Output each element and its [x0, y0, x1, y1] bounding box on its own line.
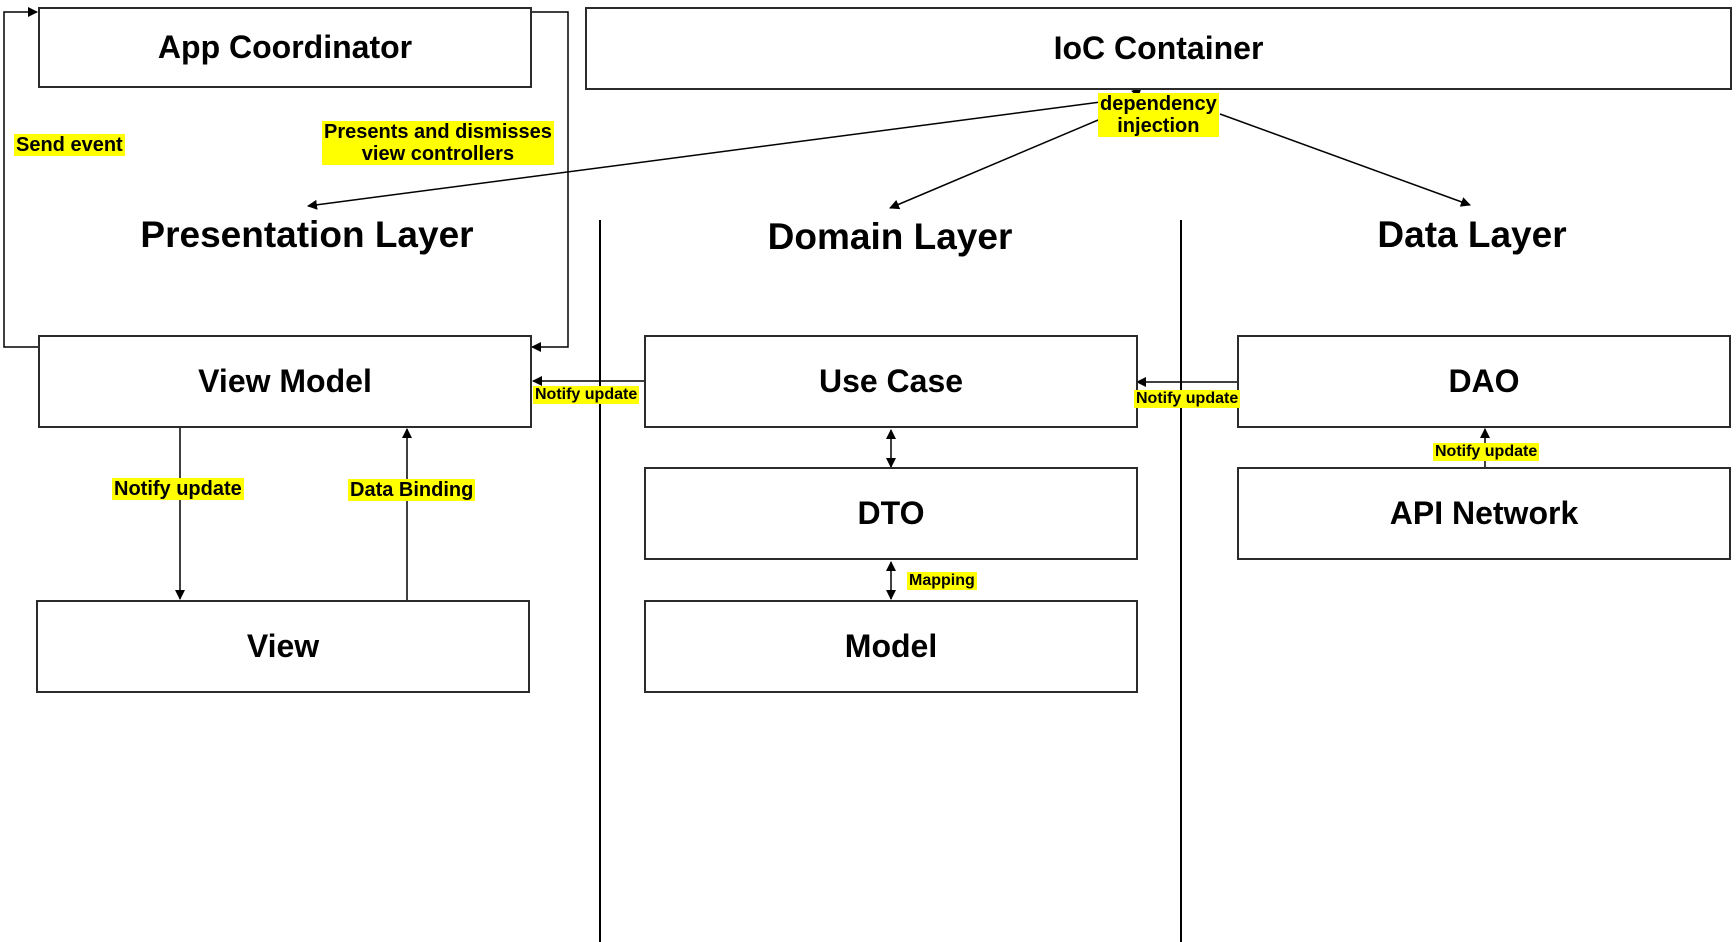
dependency-label-line2: injection — [1117, 115, 1200, 137]
data-binding-label: Data Binding — [348, 479, 476, 501]
di-arrow-domain — [889, 114, 1111, 210]
notify-update-dao-usecase-label: Notify update — [1134, 390, 1241, 408]
domain-layer-title: Domain Layer — [767, 216, 1013, 257]
api-network-box: API Network — [1237, 467, 1731, 560]
notify-update-vm-view-label: Notify update — [112, 478, 244, 500]
dao-box: DAO — [1237, 335, 1731, 428]
dependency-injection-label: dependency injection — [1098, 93, 1219, 137]
presents-dismisses-arrow — [531, 11, 569, 352]
view-model-box: View Model — [38, 335, 532, 428]
app-coordinator-box: App Coordinator — [38, 7, 532, 88]
data-layer-title: Data Layer — [1377, 214, 1567, 255]
send-event-label: Send event — [14, 134, 125, 156]
use-case-box: Use Case — [644, 335, 1138, 428]
notify-update-api-dao-label: Notify update — [1433, 443, 1540, 461]
dto-box: DTO — [644, 467, 1138, 560]
presents-dismisses-label: Presents and dismisses view controllers — [322, 121, 554, 165]
di-arrow-data — [1219, 113, 1471, 207]
presentation-layer-title: Presentation Layer — [140, 214, 474, 255]
presents-label-line1: Presents and dismisses — [324, 121, 552, 143]
view-box: View — [36, 600, 530, 693]
di-arrow-presentation — [307, 97, 1132, 210]
ioc-container-box: IoC Container — [585, 7, 1732, 90]
notify-update-usecase-vm-label: Notify update — [533, 386, 640, 404]
presents-label-line2: view controllers — [361, 143, 515, 165]
send-event-arrow — [3, 7, 38, 348]
model-box: Model — [644, 600, 1138, 693]
mapping-label: Mapping — [907, 572, 977, 590]
dependency-label-line1: dependency — [1100, 93, 1217, 115]
